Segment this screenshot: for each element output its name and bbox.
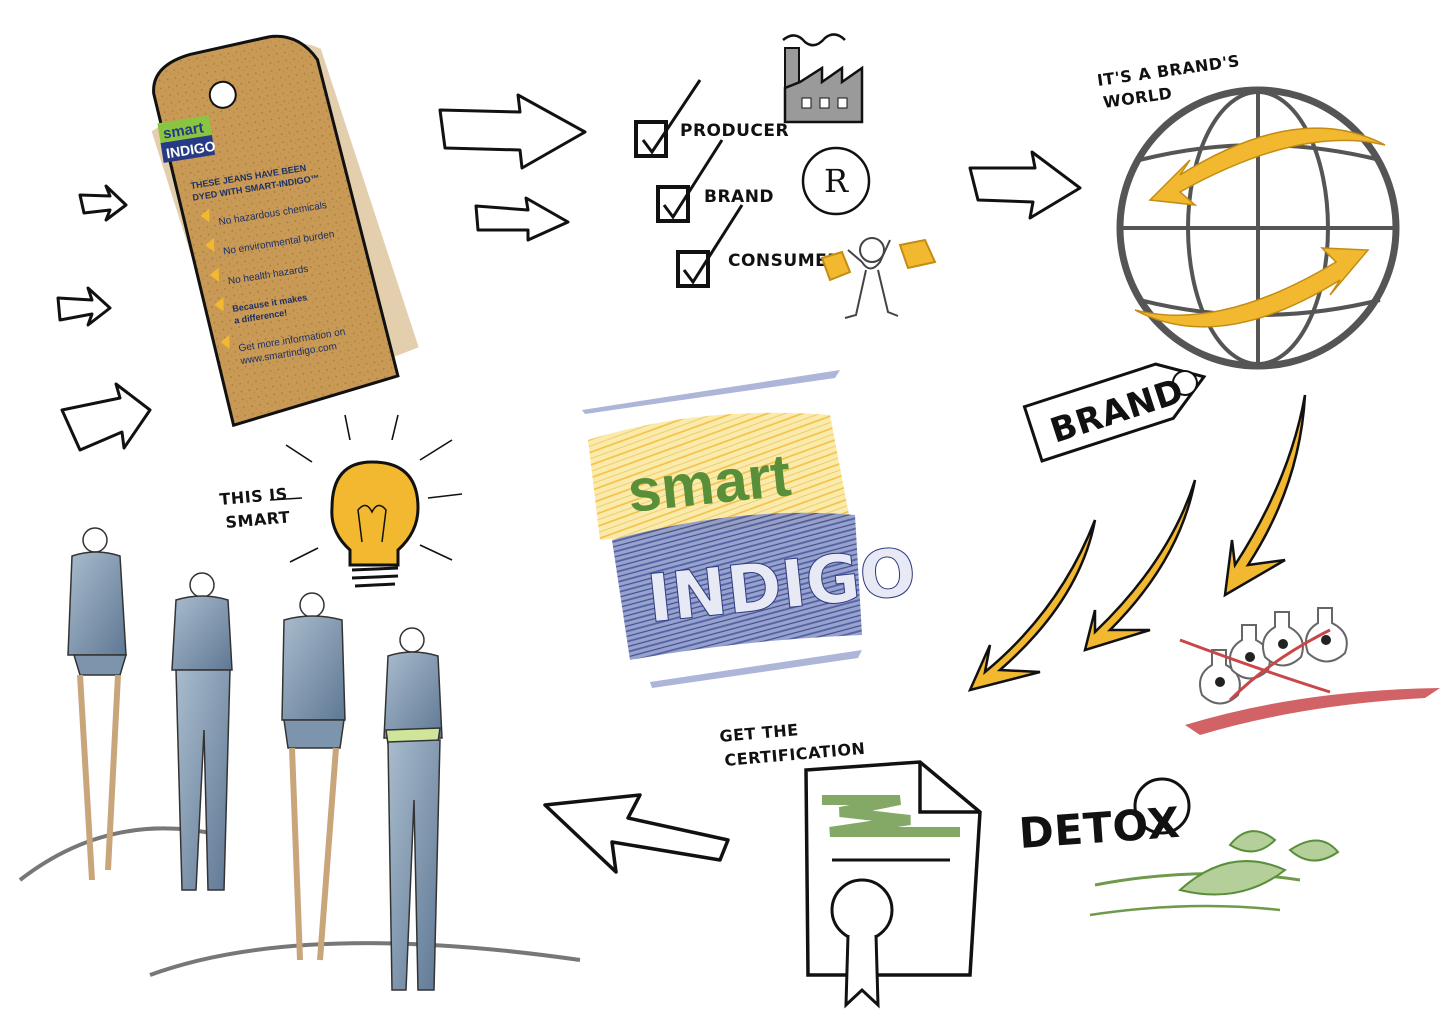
tag-hole	[208, 80, 237, 109]
arrow-icon	[438, 93, 587, 170]
arrow-icon	[56, 286, 112, 327]
light-bulb-icon	[269, 414, 463, 588]
arrow-icon	[543, 793, 730, 874]
detox-circle-icon	[1133, 777, 1191, 835]
model-figure	[281, 592, 346, 961]
globe-icon	[1116, 86, 1400, 370]
arrow-icon	[78, 184, 128, 222]
check-icon	[662, 139, 724, 220]
model-figure	[67, 527, 128, 881]
this-is-smart-line-2: SMART	[225, 507, 291, 532]
checklist-consumer: CONSUMER	[728, 251, 841, 271]
checklist: PRODUCER BRAND CONSUMER	[634, 79, 841, 288]
hang-tag: smart INDIGO THESE JEANS HAVE BEEN DYED …	[151, 34, 419, 428]
happy-consumer-icon	[820, 237, 937, 319]
yellow-scribble	[588, 412, 850, 540]
arrow-icon	[968, 150, 1082, 220]
bullet-arrow-icon	[205, 237, 215, 253]
certification-line-1: GET THE	[719, 720, 800, 746]
cross-out-icon	[1179, 628, 1331, 702]
detox-label: DETOX	[1017, 798, 1181, 858]
registered-letter: R	[824, 162, 849, 200]
bullet-arrow-icon	[220, 334, 230, 349]
check-icon	[641, 79, 702, 155]
checkbox-consumer	[676, 250, 710, 288]
bullet-arrow-icon	[200, 208, 210, 223]
brand-tag: BRAND	[1022, 362, 1207, 463]
checklist-producer: PRODUCER	[680, 121, 789, 141]
checkbox-producer	[634, 120, 668, 158]
factory-icon	[782, 33, 864, 124]
hazardous-chemicals	[1179, 607, 1440, 735]
runway-figures	[18, 527, 581, 991]
leaves-icon	[1089, 830, 1340, 917]
model-figure	[171, 572, 233, 891]
arrow-icon	[474, 196, 570, 242]
arrow-icon	[1223, 394, 1307, 598]
left-arrows	[56, 184, 152, 452]
seal-icon	[830, 878, 894, 942]
checkbox-brand	[656, 185, 690, 223]
detox: DETOX	[1017, 777, 1340, 917]
shopping-bag-icon	[820, 250, 852, 282]
tag-to-checklist-arrows	[438, 93, 587, 242]
checklist-brand: BRAND	[704, 187, 774, 207]
exchange-arrows-icon	[1134, 127, 1386, 328]
check-icon	[682, 204, 744, 285]
model-figure	[383, 627, 443, 991]
arrow-icon	[60, 382, 152, 452]
certificate-icon	[804, 760, 982, 1009]
arrow-icon	[967, 519, 1097, 692]
tag-logo-bottom: INDIGO	[165, 138, 217, 162]
this-is-smart-line-1: THIS IS	[219, 484, 289, 509]
arrow-icon	[1083, 479, 1197, 652]
bullet-arrow-icon	[209, 267, 219, 282]
tag-logo-top: smart	[162, 119, 205, 142]
shopping-bag-icon	[898, 238, 937, 270]
tag-body	[152, 34, 400, 428]
registered-icon: R	[801, 146, 871, 216]
brands-world: IT'S A BRAND'S WORLD BRAND	[1022, 51, 1400, 463]
blue-scribble	[612, 512, 862, 660]
poison-bottle-icon	[1305, 607, 1348, 663]
descending-arrows	[967, 394, 1307, 692]
center-logo: smart INDIGO	[582, 370, 920, 688]
bullet-arrow-icon	[214, 297, 224, 312]
